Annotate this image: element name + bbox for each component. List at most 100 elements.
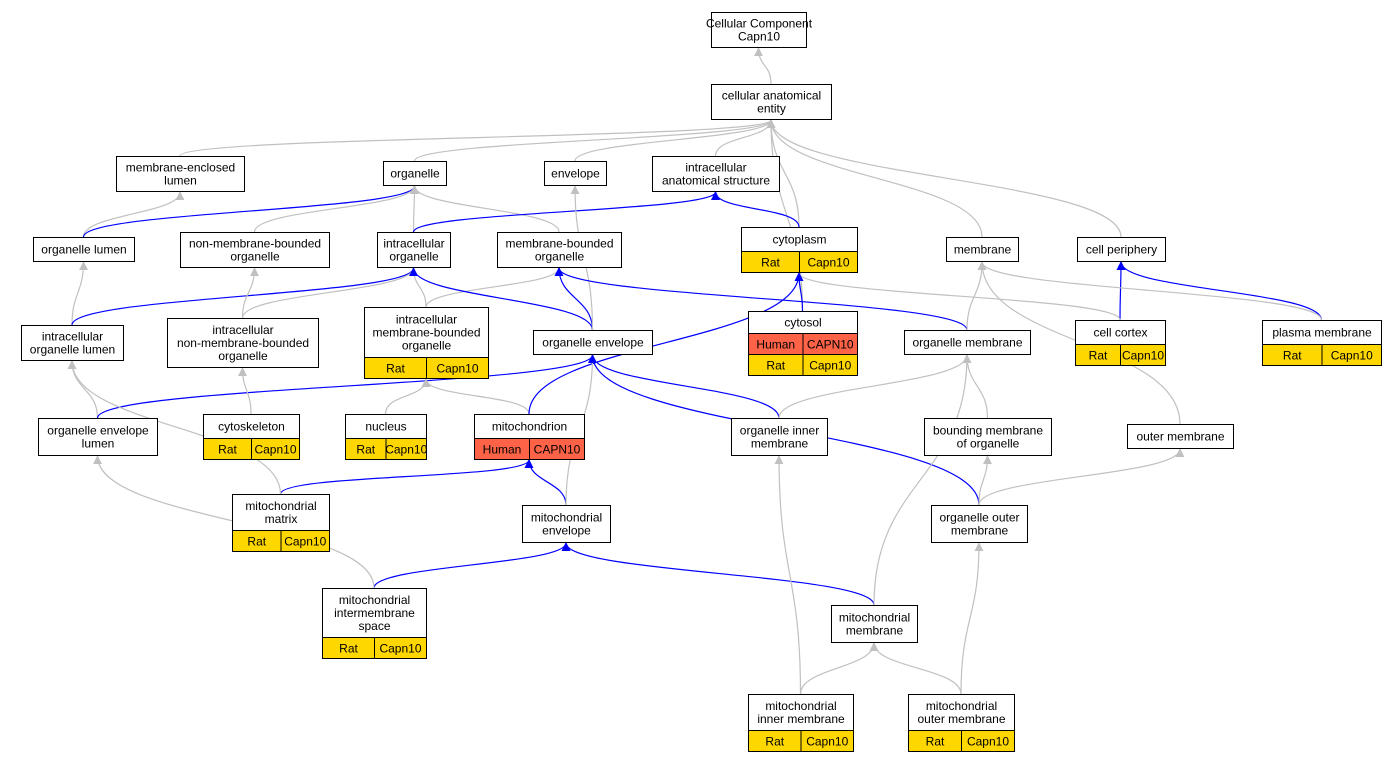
edge-part-of-orgenv-to-mbo [554,267,594,331]
node-orgenv[interactable]: organelle envelope [533,330,653,355]
edge-is-a-mitoouter-to-mitomem [869,642,962,695]
edge-is-a-oom-to-outermem [978,448,1185,506]
node-label-line: membrane-bounded [372,326,480,340]
node-box [38,418,158,456]
edge-part-of-intorg-to-ias [412,191,720,233]
node-label-line: plasma membrane [1272,326,1372,340]
node-envelope[interactable]: envelope [544,161,607,186]
node-cellperiph[interactable]: cell periphery [1077,237,1166,262]
species-label: Rat [247,535,266,549]
node-box [711,84,832,120]
node-membrane[interactable]: membrane [946,237,1019,262]
node-label-line: membrane-bounded [505,237,613,251]
node-organelle[interactable]: organelle [383,161,447,186]
node-box [497,232,622,268]
edge-is-a-mbo-to-organelle [410,185,560,233]
node-box [383,161,447,186]
edge-is-a-mel-to-cae [179,119,776,157]
edge-is-a-mito-to-imbo [421,378,530,415]
node-label-line: intracellular [396,313,457,327]
node-label-line: intracellular [383,237,444,251]
node-box [544,161,607,186]
species-label: Rat [339,642,358,656]
node-label-line: matrix [265,512,298,526]
node-label-line: cytoskeleton [218,420,285,434]
node-label-line: lumen [82,437,115,451]
node-box [21,325,124,361]
node-label-line: organelle [218,349,268,363]
node-box [116,156,245,192]
node-label-line: intracellular [212,323,273,337]
rat-cell [251,438,300,460]
edge-is-a-mitoinner-to-mitomem [799,642,879,695]
edge-part-of-intorglumen-to-intorg [71,267,418,326]
edge-part-of-mims-to-mitoenv [373,542,571,589]
edge-part-of-mitomem-to-mitoenv [561,542,875,606]
node-label-line: intracellular [42,330,103,344]
human-cell [529,438,585,460]
species-label: Rat [218,443,237,457]
edge-is-a-organelle-to-cae [413,119,776,162]
edge-is-a-membrane-to-cae [766,119,983,238]
node-inmbo[interactable]: intracellularnon-membrane-boundedorganel… [167,318,319,368]
species-label: Rat [356,443,375,457]
node-label-line: organelle [230,250,280,264]
node-outermem[interactable]: outer membrane [1127,424,1234,449]
node-orgmem[interactable]: organelle membrane [904,330,1031,355]
gene-label: Capn10 [436,362,478,376]
node-label-line: cell cortex [1093,326,1147,340]
edge-is-a-mitomem-to-orgmem [873,354,972,606]
gene-label: Capn10 [284,535,326,549]
gene-label: CAPN10 [807,338,854,352]
node-label-line: Capn10 [738,30,780,44]
node-label-line: organelle [402,339,452,353]
edge-is-a-oel-to-intorglumen [67,360,99,419]
node-imbo[interactable]: intracellularmembrane-boundedorganelleRa… [364,307,489,379]
node-label-line: membrane [846,624,904,638]
gene-label: Capn10 [967,735,1009,749]
node-box [1077,237,1166,262]
edge-is-a-cytoplasm-to-cae [766,119,800,228]
rat-cell [802,354,858,376]
gene-label: Capn10 [807,256,849,270]
node-box [946,237,1019,262]
gene-label: Capn10 [1331,349,1373,363]
node-label-line: cellular anatomical [722,89,821,103]
node-orglumen[interactable]: organelle lumen [33,237,135,262]
species-label: Human [756,338,795,352]
rat-cell [385,438,427,460]
gene-label: Capn10 [385,443,427,457]
node-box [931,505,1028,543]
edge-part-of-orglumen-to-organelle [82,185,419,238]
node-label-line: of organelle [957,437,1020,451]
node-label-line: outer membrane [917,712,1005,726]
node-label-line: membrane [954,243,1012,257]
node-label-line: organelle [390,167,440,181]
node-label-line: organelle [535,250,585,264]
